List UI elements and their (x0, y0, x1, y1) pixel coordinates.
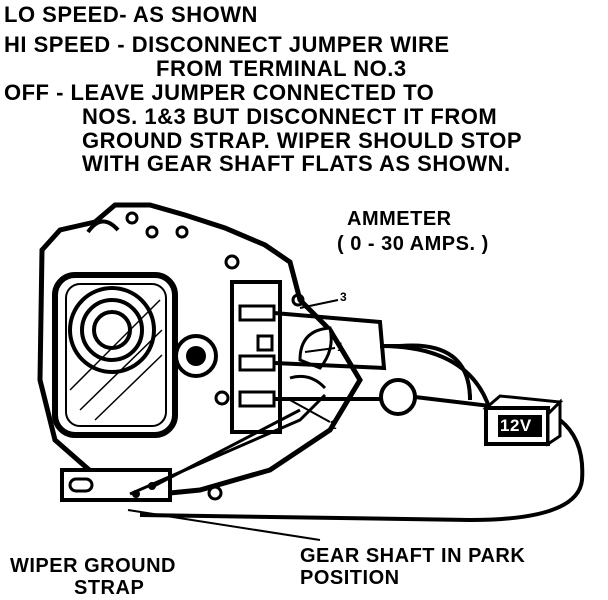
terminal-3-label: 3 (340, 290, 348, 304)
wire-battery-to-ground (139, 418, 585, 523)
park-switch-cam (298, 326, 333, 370)
ground-wire-diagonal-2 (149, 408, 301, 490)
hi-speed-instruction-line1: HI SPEED - DISCONNECT JUMPER WIRE (4, 32, 450, 57)
mounting-hole (214, 390, 230, 406)
terminal-1-leader (304, 347, 336, 353)
plate-notch (86, 219, 120, 234)
hi-speed-instruction-line2: FROM TERMINAL NO.3 (156, 56, 407, 81)
gear-box-hatching (69, 299, 163, 421)
ground-strap-slot (68, 477, 94, 493)
gear-shaft-leader (127, 509, 321, 541)
off-instruction-line2: NOS. 1&3 BUT DISCONNECT IT FROM (82, 104, 498, 129)
terminal-3-leader (299, 299, 339, 309)
off-instruction-line3: GROUND STRAP. WIPER SHOULD STOP (82, 128, 523, 153)
ammeter (379, 378, 417, 416)
ammeter-label-line2: ( 0 - 30 AMPS. ) (337, 233, 489, 255)
terminal-2-label: 2 (330, 418, 338, 432)
gear-box-inner (65, 283, 167, 427)
off-instruction-line4: WITH GEAR SHAFT FLATS AS SHOWN. (82, 151, 511, 176)
terminal-2-tab (238, 390, 276, 408)
switch-center-tab (256, 334, 274, 352)
mounting-hole (145, 225, 159, 239)
mounting-hole (207, 485, 223, 501)
terminal-1-label: 1 (337, 340, 345, 354)
wire-to-battery (379, 344, 492, 411)
park-switch-contact (289, 374, 327, 390)
lo-speed-instruction: LO SPEED- AS SHOWN (4, 2, 258, 27)
mounting-hole (224, 254, 240, 270)
gear-shaft-label-line1: GEAR SHAFT IN PARK (300, 545, 526, 567)
gear-shaft-inner (92, 310, 132, 350)
ammeter-label-line1: AMMETER (347, 208, 452, 230)
terminal-3-tab (238, 304, 276, 322)
battery-12v (482, 394, 564, 447)
mounting-hole (175, 225, 189, 239)
mounting-hole (125, 211, 139, 225)
gear-shaft-label-line2: POSITION (300, 567, 400, 589)
wiper-ground-strap-label-line1: WIPER GROUND (10, 555, 176, 577)
off-instruction-line1: OFF - LEAVE JUMPER CONNECTED TO (4, 80, 435, 105)
motor-shaft-inner (186, 346, 206, 366)
battery-label: 12V (500, 416, 532, 435)
mounting-hole (291, 293, 305, 307)
wiper-ground-strap-label-line2: STRAP (74, 577, 145, 599)
terminal-1-tab (238, 354, 276, 372)
